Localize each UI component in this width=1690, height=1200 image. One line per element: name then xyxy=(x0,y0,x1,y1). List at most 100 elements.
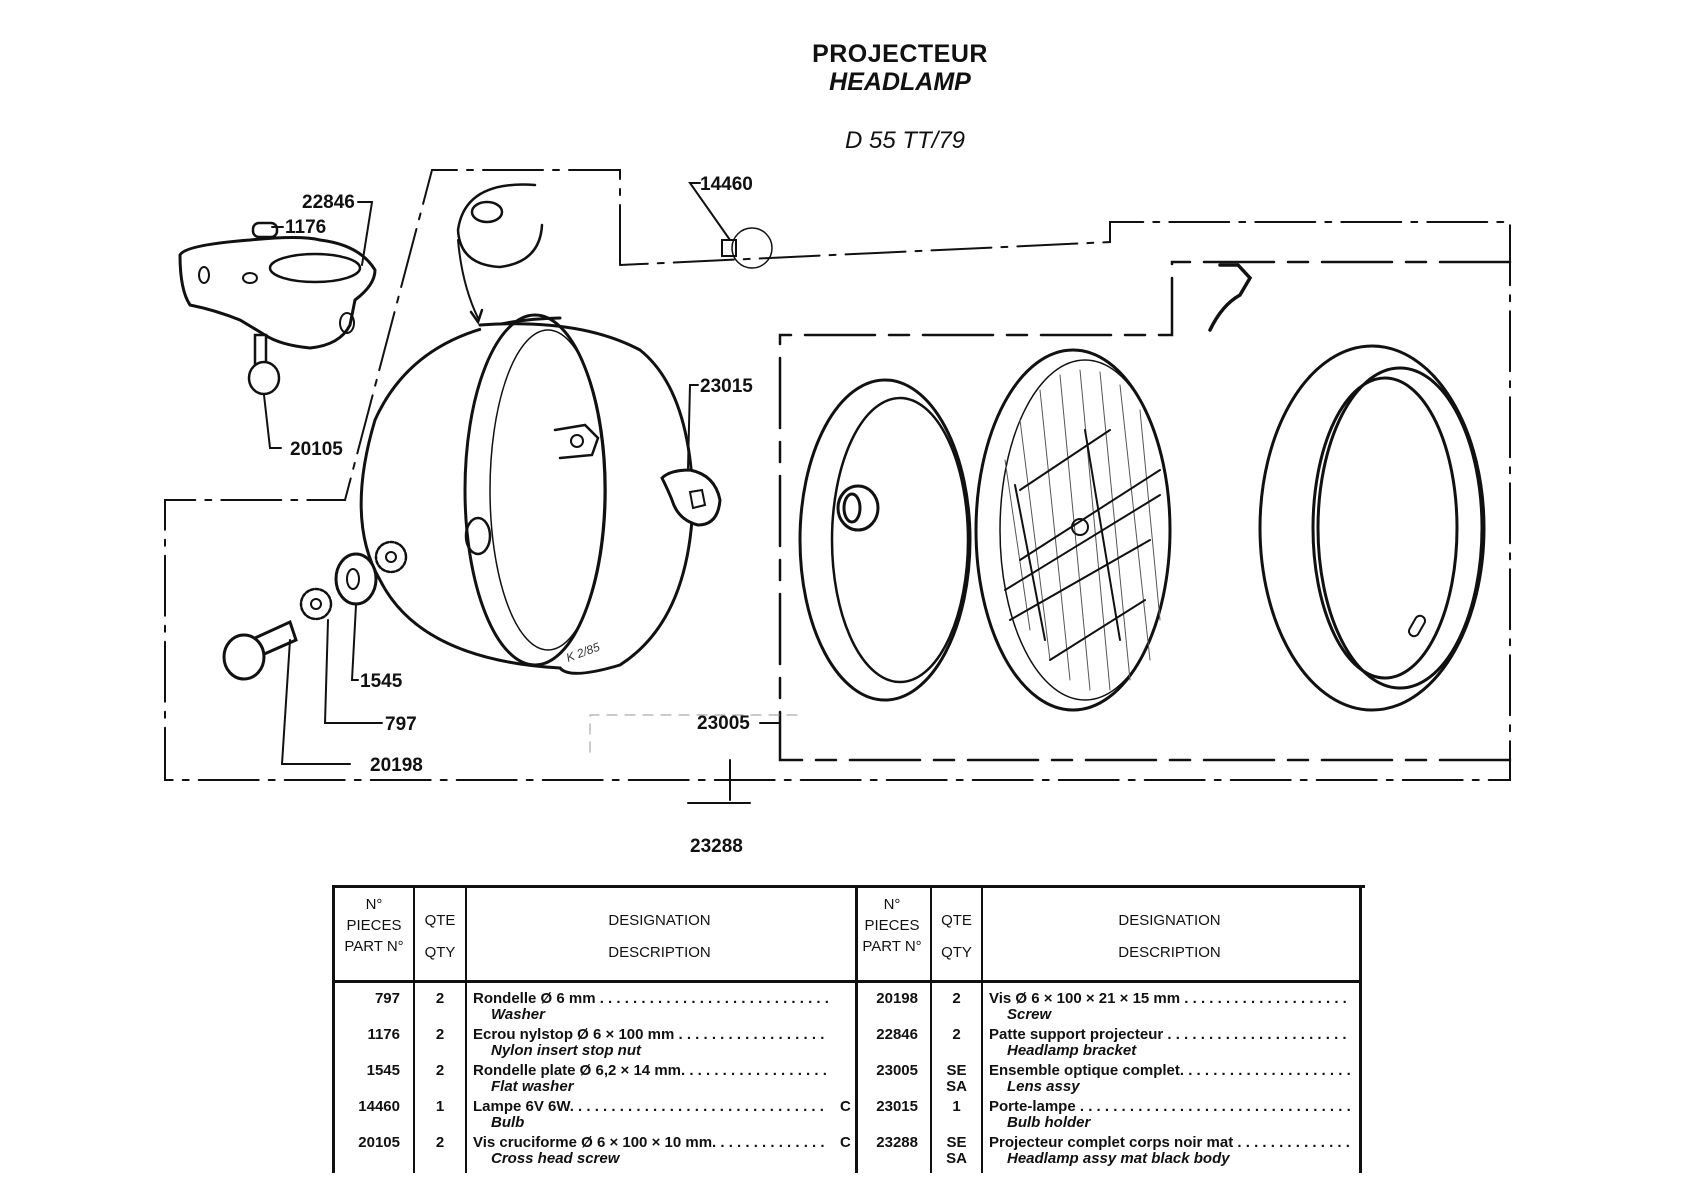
designation-french: Patte support projecteur . . . . . . . .… xyxy=(989,1026,1351,1043)
header-qty: QTE QTY xyxy=(932,905,981,969)
header-desc-fr: DESIGNATION xyxy=(1118,912,1221,929)
designation-french: Rondelle plate Ø 6,2 × 14 mm. . . . . . … xyxy=(473,1062,828,1079)
quantity: 2 xyxy=(952,990,961,1007)
header-part-fr2: PIECES xyxy=(864,917,920,934)
quantity-alt: SA xyxy=(946,1150,967,1167)
header-description: DESIGNATION DESCRIPTION xyxy=(983,905,1356,969)
part-number: 1545 xyxy=(366,1062,400,1079)
header-part-en: PART N° xyxy=(862,938,922,955)
callout-20105: 20105 xyxy=(290,439,343,460)
assembly-outline xyxy=(164,169,1511,781)
dot-leader: . . . . . . . . . . . . . . . . . . . . … xyxy=(578,1098,828,1115)
quantity: 2 xyxy=(435,1062,445,1079)
designation-french: Porte-lampe . . . . . . . . . . . . . . … xyxy=(989,1098,1351,1115)
description-english: Headlamp assy mat black body xyxy=(1007,1150,1230,1167)
header-desc-en: DESCRIPTION xyxy=(1118,944,1221,961)
dot-leader: . . . . . . . . . . . . . . . . . . . . … xyxy=(1188,1062,1351,1079)
leader-lines xyxy=(263,182,781,804)
callout-797: 797 xyxy=(385,714,417,735)
header-description: DESIGNATION DESCRIPTION xyxy=(467,905,852,969)
header-qty-en: QTY xyxy=(941,944,972,961)
lens-assy-outline xyxy=(778,260,1512,762)
designation-french: Projecteur complet corps noir mat . . . … xyxy=(989,1134,1351,1151)
description-english: Lens assy xyxy=(1007,1078,1080,1095)
part-number: 23288 xyxy=(876,1134,918,1151)
part-number: 14460 xyxy=(358,1098,400,1115)
description-english: Screw xyxy=(1007,1006,1052,1023)
exploded-diagram: 22846 1176 20105 14460 23015 1545 797 20… xyxy=(164,169,1512,857)
header-part-fr: N° xyxy=(365,896,383,913)
description-english: Washer xyxy=(491,1006,545,1023)
dot-leader: . . . . . . . . . . . . . . . . . . . . … xyxy=(689,1062,828,1079)
part-number: 1176 xyxy=(367,1026,400,1043)
flat-washer-icon xyxy=(334,552,378,606)
header-part-number: N° PIECES PART N° xyxy=(335,894,413,957)
lens-icon xyxy=(974,348,1172,712)
serrated-washer-icon xyxy=(299,540,408,621)
quantity: 2 xyxy=(952,1026,961,1043)
callout-23288: 23288 xyxy=(690,836,743,857)
dot-leader: . . . . . . . . . . . . . . . . . . . . … xyxy=(1079,1098,1351,1115)
title-french: PROJECTEUR xyxy=(812,40,988,68)
reflector-icon xyxy=(798,378,972,702)
grommet-icon xyxy=(456,183,544,325)
part-number: 23015 xyxy=(876,1098,918,1115)
description-english: Bulb holder xyxy=(1007,1114,1091,1131)
hex-bolt-icon xyxy=(222,619,298,681)
headlamp-rim-icon xyxy=(1258,344,1486,712)
title-english: HEADLAMP xyxy=(829,68,971,96)
part-number: 20105 xyxy=(358,1134,400,1151)
quantity: 2 xyxy=(435,1134,445,1151)
designation-french: Vis cruciforme Ø 6 × 100 × 10 mm. . . . … xyxy=(473,1134,828,1151)
part-number: 20198 xyxy=(876,990,918,1007)
callout-23005: 23005 xyxy=(697,713,750,734)
part-number: 23005 xyxy=(876,1062,918,1079)
table-row: 20105 2 Vis cruciforme Ø 6 × 100 × 10 mm. … xyxy=(335,1134,855,1170)
part-number: 22846 xyxy=(876,1026,918,1043)
part-number: 797 xyxy=(374,990,400,1007)
callout-22846: 22846 xyxy=(302,192,355,213)
table-row: 14460 1 Lampe 6V 6W. . . . . . . . . . . .… xyxy=(335,1098,855,1134)
quantity: 1 xyxy=(435,1098,445,1115)
headlamp-shell-icon xyxy=(359,313,695,675)
dot-leader: . . . . . . . . . . . . . . . . . . . . … xyxy=(1184,990,1351,1007)
designation-french: Ecrou nylstop Ø 6 × 100 mm . . . . . . .… xyxy=(473,1026,828,1043)
dot-leader: . . . . . . . . . . . . . . . . . . . . … xyxy=(599,990,828,1007)
quantity: SE xyxy=(946,1062,967,1079)
callout-14460: 14460 xyxy=(700,174,753,195)
callout-1545: 1545 xyxy=(360,671,403,692)
header-part-en: PART N° xyxy=(344,938,404,955)
header-qty: QTE QTY xyxy=(415,905,465,969)
spare-code: C xyxy=(840,1098,851,1115)
quantity: SE xyxy=(946,1134,967,1151)
description-english: Headlamp bracket xyxy=(1007,1042,1137,1059)
parts-table-left: N° PIECES PART N° QTE QTY DESIGNATION DE… xyxy=(332,888,858,1173)
spare-code: C xyxy=(840,1134,851,1151)
designation-french: Rondelle Ø 6 mm . . . . . . . . . . . . … xyxy=(473,990,828,1007)
quantity-alt: SA xyxy=(946,1078,967,1095)
bulb-holder-icon xyxy=(660,468,722,527)
headlamp-bracket-icon xyxy=(178,236,377,350)
designation-french: Lampe 6V 6W. . . . . . . . . . . . . . .… xyxy=(473,1098,828,1115)
callout-23015: 23015 xyxy=(700,376,753,397)
dot-leader: . . . . . . . . . . . . . . . . . . . . … xyxy=(1167,1026,1351,1043)
header-qty-fr: QTE xyxy=(424,912,456,929)
description-english: Bulb xyxy=(491,1114,525,1131)
dot-leader: . . . . . . . . . . . . . . . . . . . . … xyxy=(720,1134,828,1151)
header-qty-en: QTY xyxy=(424,944,456,961)
header-part-fr2: PIECES xyxy=(346,917,402,934)
header-qty-fr: QTE xyxy=(941,912,972,929)
parts-table: N° PIECES PART N° QTE QTY DESIGNATION DE… xyxy=(332,885,1365,1173)
description-english: Cross head screw xyxy=(491,1150,620,1167)
quantity: 2 xyxy=(435,990,445,1007)
dot-leader: . . . . . . . . . . . . . . . . . . . . … xyxy=(1237,1134,1351,1151)
description-english: Flat washer xyxy=(491,1078,574,1095)
spring-clip-icon xyxy=(1208,263,1253,332)
header-desc-fr: DESIGNATION xyxy=(608,912,711,929)
model-number: D 55 TT/79 xyxy=(844,127,966,154)
